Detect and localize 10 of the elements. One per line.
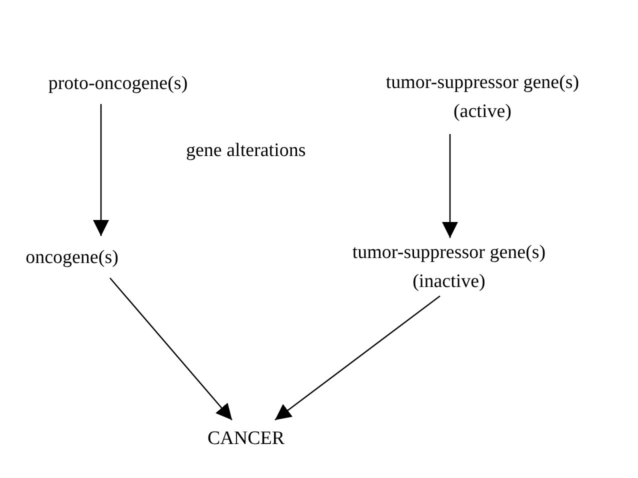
node-text: proto-oncogene(s) <box>48 72 188 96</box>
node-text: CANCER <box>207 426 285 450</box>
annotation-text: gene alterations <box>186 140 306 162</box>
arrow <box>274 295 440 421</box>
node-text: tumor-suppressor gene(s) (inactive) <box>351 241 547 294</box>
arrow <box>93 104 109 236</box>
arrow <box>110 278 232 420</box>
node-text: oncogene(s) <box>26 246 118 270</box>
arrow <box>442 134 458 238</box>
node-text: tumor-suppressor gene(s) (active) <box>384 71 580 124</box>
